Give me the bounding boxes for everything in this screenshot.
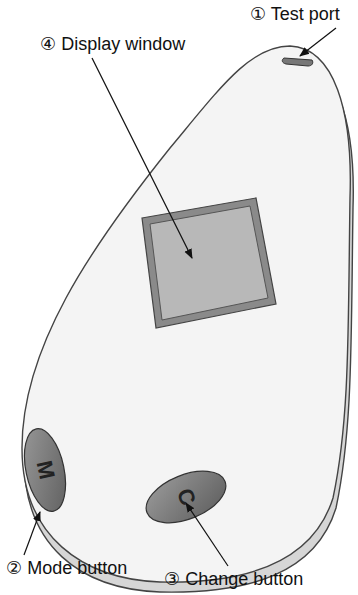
leader-line bbox=[300, 28, 336, 56]
leader-line bbox=[186, 503, 228, 566]
leader-line bbox=[92, 58, 192, 258]
change-button bbox=[139, 461, 233, 533]
callout-label: ② Mode button bbox=[6, 558, 127, 578]
leader-line bbox=[24, 512, 40, 555]
meter-body bbox=[22, 46, 350, 582]
callout-label: ④ Display window bbox=[40, 34, 185, 54]
display-window bbox=[150, 206, 268, 320]
display-bezel bbox=[142, 198, 276, 328]
mode-button bbox=[18, 425, 73, 515]
test-port bbox=[282, 58, 313, 66]
callout-label: ③ Change button bbox=[164, 569, 303, 589]
callout-label: ① Test port bbox=[250, 4, 340, 24]
